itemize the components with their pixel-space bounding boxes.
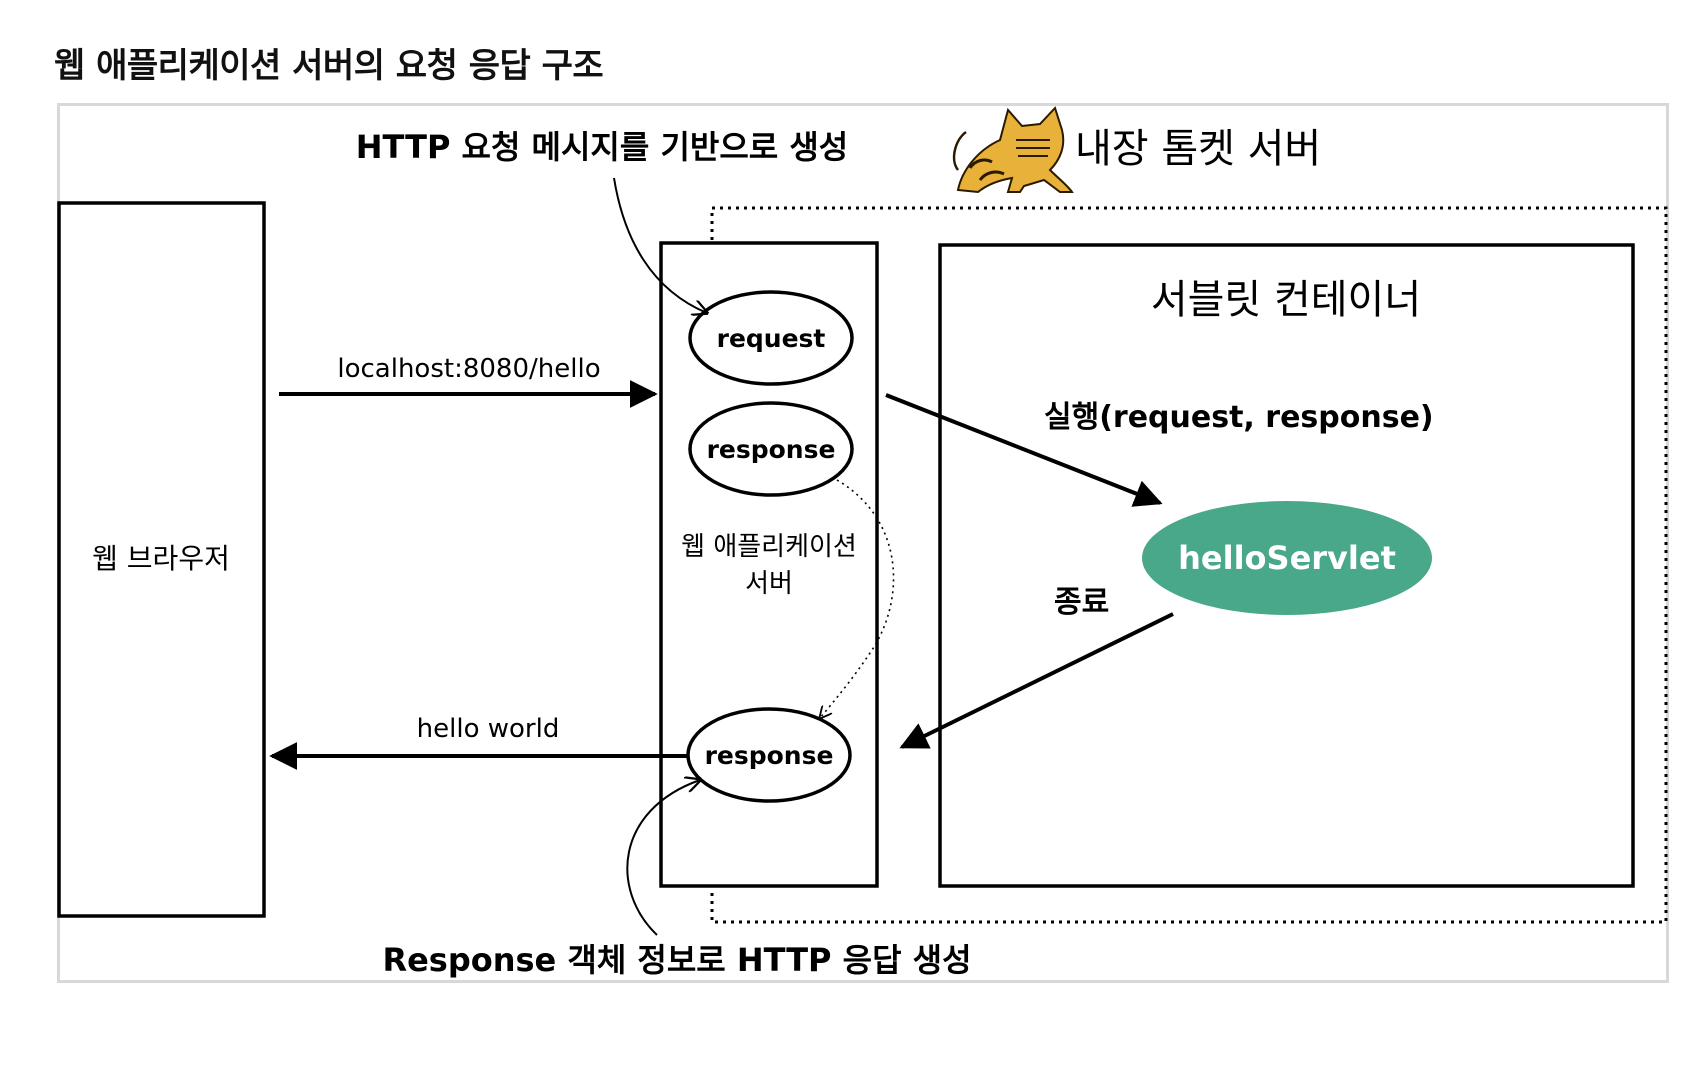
response-output-object: response [686, 707, 852, 803]
http-request-annotation: HTTP 요청 메시지를 기반으로 생성 [356, 128, 848, 166]
embedded-tomcat-boundary [710, 206, 1668, 924]
response-body-label: hello world [417, 714, 560, 744]
web-browser-box: 웹 브라우저 [57, 201, 266, 918]
execute-arrow [885, 393, 1163, 507]
web-browser-label: 웹 브라우저 [92, 542, 230, 575]
request-url-label: localhost:8080/hello [337, 354, 600, 384]
end-label: 종료 [1054, 585, 1109, 620]
hello-servlet-label: helloServlet [1178, 539, 1396, 577]
request-annotation-arrow [613, 177, 707, 313]
request-object-label: request [717, 324, 826, 353]
response-output-label: response [705, 741, 834, 770]
servlet-container-title: 서블릿 컨테이너 [1151, 277, 1421, 323]
was-label-line1: 웹 애플리케이션 [681, 532, 857, 562]
page-title: 웹 애플리케이션 서버의 요청 응답 구조 [54, 46, 604, 86]
embedded-tomcat-label: 내장 톰켓 서버 [1075, 126, 1321, 172]
was-label-line2: 서버 [745, 569, 793, 599]
end-arrow [899, 612, 1174, 749]
response-flow-dotted-arrow [820, 479, 895, 718]
execute-label: 실행(request, response) [1044, 400, 1434, 435]
tomcat-cat-icon [952, 106, 1074, 194]
hello-servlet-node: helloServlet [1142, 501, 1432, 615]
request-object: request [688, 290, 854, 386]
response-object-label: response [707, 435, 836, 464]
http-response-annotation: Response 객체 정보로 HTTP 응답 생성 [382, 941, 971, 979]
response-object: response [688, 401, 854, 497]
response-annotation-arrow [626, 780, 700, 936]
